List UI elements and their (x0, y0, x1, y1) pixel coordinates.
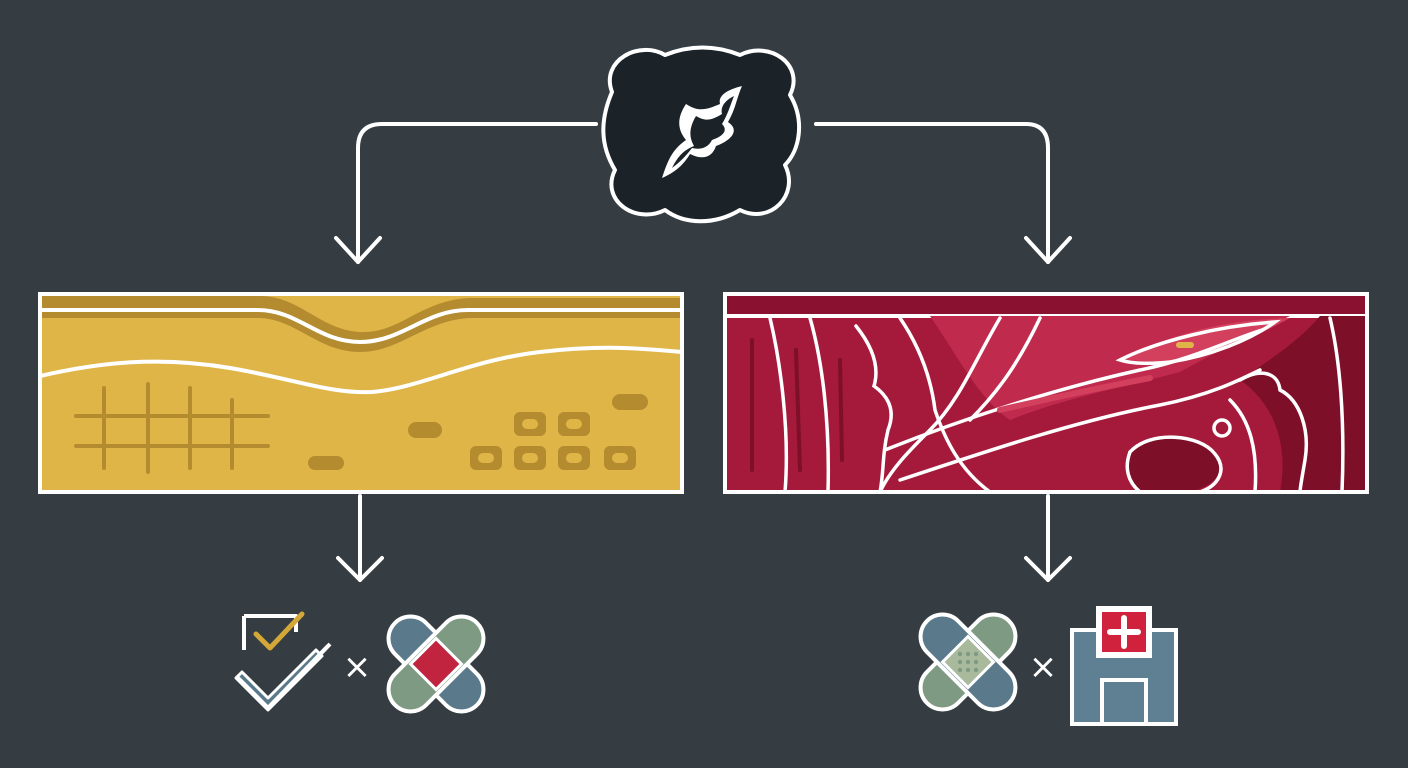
deep-outcome: × (918, 606, 1178, 726)
arrowhead-superficial-outcome (336, 556, 384, 582)
superficial-outcome: × (234, 611, 486, 714)
operator-times-label: × (343, 647, 372, 687)
arrowhead-deep-outcome (1024, 556, 1072, 582)
wound-icon (601, 45, 802, 224)
bandage-icon (918, 612, 1018, 712)
operator-times: × (343, 647, 372, 687)
bandage-icon (386, 614, 486, 714)
operator-times: × (1029, 647, 1058, 687)
skin-layer-panel (38, 292, 684, 494)
checkmark-icon (234, 611, 332, 712)
arrowhead-deep (1024, 236, 1072, 264)
connector-arrows (334, 122, 1072, 582)
arrow-to-deep (814, 122, 1050, 264)
arrowhead-superficial (334, 236, 382, 264)
muscle-tissue-panel (723, 292, 1369, 494)
hospital-icon (1070, 606, 1178, 726)
operator-times-label-deep: × (1029, 647, 1058, 687)
arrow-to-superficial (356, 122, 598, 264)
